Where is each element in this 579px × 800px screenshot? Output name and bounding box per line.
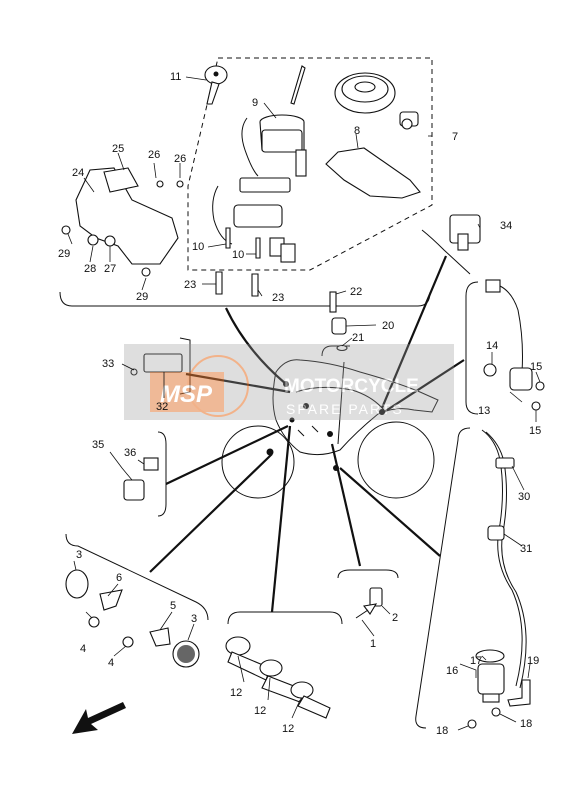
callout-13: 13 — [478, 405, 490, 417]
callout-3b: 3 — [191, 613, 197, 625]
leader-34 — [380, 255, 448, 409]
key — [204, 65, 228, 105]
sensor-13 — [483, 279, 545, 411]
watermark-band — [124, 344, 454, 420]
callout-15a: 15 — [530, 361, 542, 373]
lock-cylinder — [399, 111, 419, 130]
callout-6: 6 — [116, 572, 122, 584]
callout-21: 21 — [352, 332, 364, 344]
fuel-pump-hose — [481, 429, 527, 689]
leader-pump — [339, 467, 441, 557]
main-switch — [212, 114, 307, 263]
group-bracket-right — [465, 281, 479, 415]
callout-30: 30 — [518, 491, 530, 503]
callout-18b: 18 — [520, 718, 532, 730]
leader-20 — [337, 361, 345, 445]
connector-36 — [123, 457, 159, 501]
callout-32: 32 — [156, 401, 168, 413]
screw-10a — [225, 227, 231, 249]
front-direction-arrow-icon — [72, 702, 126, 734]
group-bracket-12 — [227, 611, 343, 625]
callout-1: 1 — [370, 638, 376, 650]
group-7-dashed-box — [187, 57, 433, 271]
callout-14: 14 — [486, 340, 498, 352]
callout-5: 5 — [170, 600, 176, 612]
fuel-pump — [467, 649, 531, 729]
callout-15b: 15 — [529, 425, 541, 437]
leader-35 — [165, 425, 289, 485]
screw-10b — [255, 237, 261, 259]
callout-labels: 1 2 3 3 4 4 5 6 7 8 9 10 10 11 12 12 12 … — [58, 71, 542, 737]
callout-10b: 10 — [232, 249, 244, 261]
screw-23b — [251, 273, 259, 297]
relay — [449, 214, 481, 251]
callout-7: 7 — [452, 131, 458, 143]
callout-leaders — [67, 76, 541, 731]
callout-11: 11 — [170, 71, 181, 83]
relay-bracket — [421, 229, 471, 275]
callout-33: 33 — [102, 358, 114, 370]
leader-33 — [185, 372, 291, 394]
callout-26a: 26 — [148, 149, 160, 161]
callout-28: 28 — [84, 263, 96, 275]
callout-12c: 12 — [282, 723, 294, 735]
sensor-20 — [321, 291, 350, 357]
horn-parts — [65, 569, 200, 668]
group-bracket-pump — [415, 427, 471, 729]
callout-29a: 29 — [58, 248, 70, 260]
screw-23a — [215, 271, 223, 295]
group-bracket-33 — [179, 337, 191, 395]
wire-harness-sleeves — [225, 636, 331, 719]
callout-27: 27 — [104, 263, 116, 275]
leader-3-6 — [149, 453, 273, 573]
switch-2 — [355, 587, 383, 619]
callout-26b: 26 — [174, 153, 186, 165]
watermark-logo-text: MSP — [160, 381, 213, 408]
leader-right — [383, 359, 465, 413]
key-blade — [290, 65, 306, 105]
callout-23b: 23 — [272, 292, 284, 304]
callout-22: 22 — [350, 286, 362, 298]
callout-16: 16 — [446, 665, 458, 677]
watermark: MSP MOTORCYCLE SPARE PARTS — [124, 344, 454, 420]
callout-3a: 3 — [76, 549, 82, 561]
callout-4b: 4 — [108, 657, 114, 669]
callout-36: 36 — [124, 447, 136, 459]
callout-19: 19 — [527, 655, 539, 667]
callout-9: 9 — [252, 97, 258, 109]
callout-12b: 12 — [254, 705, 266, 717]
callout-10a: 10 — [192, 241, 204, 253]
callout-29b: 29 — [136, 291, 148, 303]
leader-1-2 — [330, 443, 362, 567]
group-bracket-top — [59, 291, 431, 307]
callout-31: 31 — [520, 543, 532, 555]
side-cover — [325, 147, 421, 199]
callout-23a: 23 — [184, 279, 196, 291]
watermark-line2: SPARE PARTS — [286, 401, 404, 417]
callout-12a: 12 — [230, 687, 242, 699]
callout-25: 25 — [112, 143, 124, 155]
bracket-assembly — [61, 167, 184, 277]
leader-12 — [270, 425, 292, 613]
watermark-logo-box — [150, 372, 224, 412]
leader-top — [225, 307, 287, 385]
watermark-line1: MOTORCYCLE — [284, 376, 419, 397]
callout-18a: 18 — [436, 725, 448, 737]
group-bracket-35 — [157, 431, 167, 517]
callout-24: 24 — [72, 167, 84, 179]
group-bracket-3-6 — [65, 533, 209, 621]
callout-2: 2 — [392, 612, 398, 624]
callout-8: 8 — [354, 125, 360, 137]
resistor-32 — [130, 353, 183, 376]
callout-35: 35 — [92, 439, 104, 451]
callout-20: 20 — [382, 320, 394, 332]
callout-34: 34 — [500, 220, 512, 232]
group-bracket-1-2 — [337, 569, 399, 579]
fuel-tank-cap — [334, 72, 396, 114]
callout-4a: 4 — [80, 643, 86, 655]
callout-17: 17 — [470, 655, 482, 667]
